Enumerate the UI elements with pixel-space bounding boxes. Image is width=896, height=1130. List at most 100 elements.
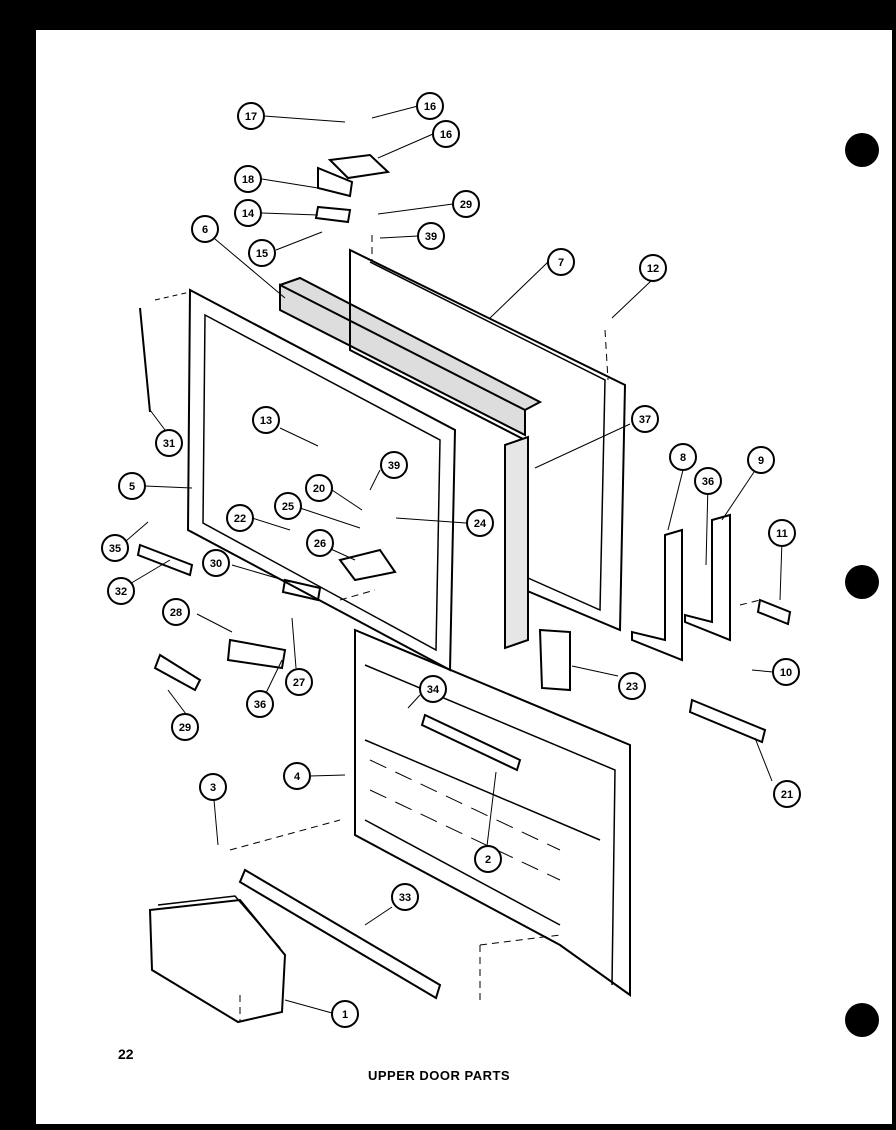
callout-29: 29 [452, 190, 480, 218]
callout-27: 27 [285, 668, 313, 696]
svg-text:23: 23 [626, 681, 638, 693]
callout-39: 39 [417, 222, 445, 250]
callout-16: 16 [416, 92, 444, 120]
svg-text:10: 10 [780, 667, 792, 679]
bucket-part [148, 898, 287, 1024]
svg-text:14: 14 [242, 208, 255, 220]
door-frame-inner [202, 313, 441, 652]
svg-text:9: 9 [758, 455, 764, 467]
svg-text:33: 33 [399, 892, 411, 904]
callout-39: 39 [380, 451, 408, 479]
callout-21: 21 [773, 780, 801, 808]
callout-36: 36 [246, 690, 274, 718]
svg-text:37: 37 [639, 414, 651, 426]
svg-text:18: 18 [242, 174, 254, 186]
callout-13: 13 [252, 406, 280, 434]
shelf-bar-part [420, 713, 522, 772]
svg-text:39: 39 [388, 460, 400, 472]
callout-9: 9 [747, 446, 775, 474]
svg-text:27: 27 [293, 677, 305, 689]
callout-4: 4 [283, 762, 311, 790]
svg-text:32: 32 [115, 586, 127, 598]
callout-34: 34 [419, 675, 447, 703]
svg-text:12: 12 [647, 263, 659, 275]
callout-18: 18 [234, 165, 262, 193]
callout-22: 22 [226, 504, 254, 532]
bracket-part [684, 513, 731, 642]
callout-35: 35 [101, 534, 129, 562]
trim-strip-part [238, 868, 442, 1000]
callout-31: 31 [155, 429, 183, 457]
svg-text:1: 1 [342, 1009, 348, 1021]
callout-29: 29 [171, 713, 199, 741]
callout-36: 36 [694, 467, 722, 495]
callout-16: 16 [432, 120, 460, 148]
svg-text:21: 21 [781, 789, 793, 801]
svg-text:5: 5 [129, 481, 135, 493]
svg-text:7: 7 [558, 257, 564, 269]
side-rail-part [504, 435, 529, 650]
callout-23: 23 [618, 672, 646, 700]
shim-part [314, 205, 352, 224]
svg-text:36: 36 [702, 476, 714, 488]
callout-26: 26 [306, 529, 334, 557]
hinge-plate-part [317, 166, 354, 198]
strip-part [756, 598, 792, 626]
angle-strip-part [688, 698, 767, 744]
cam-part [226, 638, 287, 670]
callout-1: 1 [331, 1000, 359, 1028]
callout-15: 15 [248, 239, 276, 267]
bracket-part [631, 528, 683, 662]
hinge-plate-part [281, 578, 322, 602]
svg-text:28: 28 [170, 607, 182, 619]
svg-text:36: 36 [254, 699, 266, 711]
page-number: 22 [118, 1046, 134, 1062]
strip-part [136, 543, 194, 577]
callout-28: 28 [162, 598, 190, 626]
svg-text:4: 4 [294, 771, 301, 783]
lower-hinge-part [338, 548, 397, 582]
svg-text:20: 20 [313, 483, 325, 495]
callout-33: 33 [391, 883, 419, 911]
svg-text:22: 22 [234, 513, 246, 525]
callout-14: 14 [234, 199, 262, 227]
svg-text:3: 3 [210, 782, 216, 794]
callout-6: 6 [191, 215, 219, 243]
svg-text:29: 29 [460, 199, 472, 211]
insulation-rail-part [279, 276, 543, 437]
svg-text:24: 24 [474, 518, 487, 530]
door-liner-part [354, 628, 631, 997]
callout-25: 25 [274, 492, 302, 520]
binder-hole [845, 1003, 879, 1037]
svg-text:31: 31 [163, 438, 175, 450]
svg-text:8: 8 [680, 452, 686, 464]
svg-text:2: 2 [485, 854, 491, 866]
callout-24: 24 [466, 509, 494, 537]
callout-10: 10 [772, 658, 800, 686]
callout-20: 20 [305, 474, 333, 502]
breaker-strip-part [139, 307, 151, 413]
svg-text:29: 29 [179, 722, 191, 734]
top-hinge-part [327, 153, 391, 180]
strip-part [538, 628, 571, 692]
svg-text:30: 30 [210, 558, 222, 570]
callout-5: 5 [118, 472, 146, 500]
callout-11: 11 [768, 519, 796, 547]
binder-hole [845, 565, 879, 599]
callout-37: 37 [631, 405, 659, 433]
svg-text:13: 13 [260, 415, 272, 427]
callout-8: 8 [669, 443, 697, 471]
svg-text:39: 39 [425, 231, 437, 243]
callout-3: 3 [199, 773, 227, 801]
callout-17: 17 [237, 102, 265, 130]
svg-text:15: 15 [256, 248, 268, 260]
diagram-caption: UPPER DOOR PARTS [368, 1068, 511, 1083]
svg-text:16: 16 [440, 129, 452, 141]
callout-30: 30 [202, 549, 230, 577]
svg-text:35: 35 [109, 543, 121, 555]
binder-hole [845, 133, 879, 167]
callout-7: 7 [547, 248, 575, 276]
svg-text:11: 11 [776, 528, 788, 540]
cam-part [153, 653, 202, 692]
